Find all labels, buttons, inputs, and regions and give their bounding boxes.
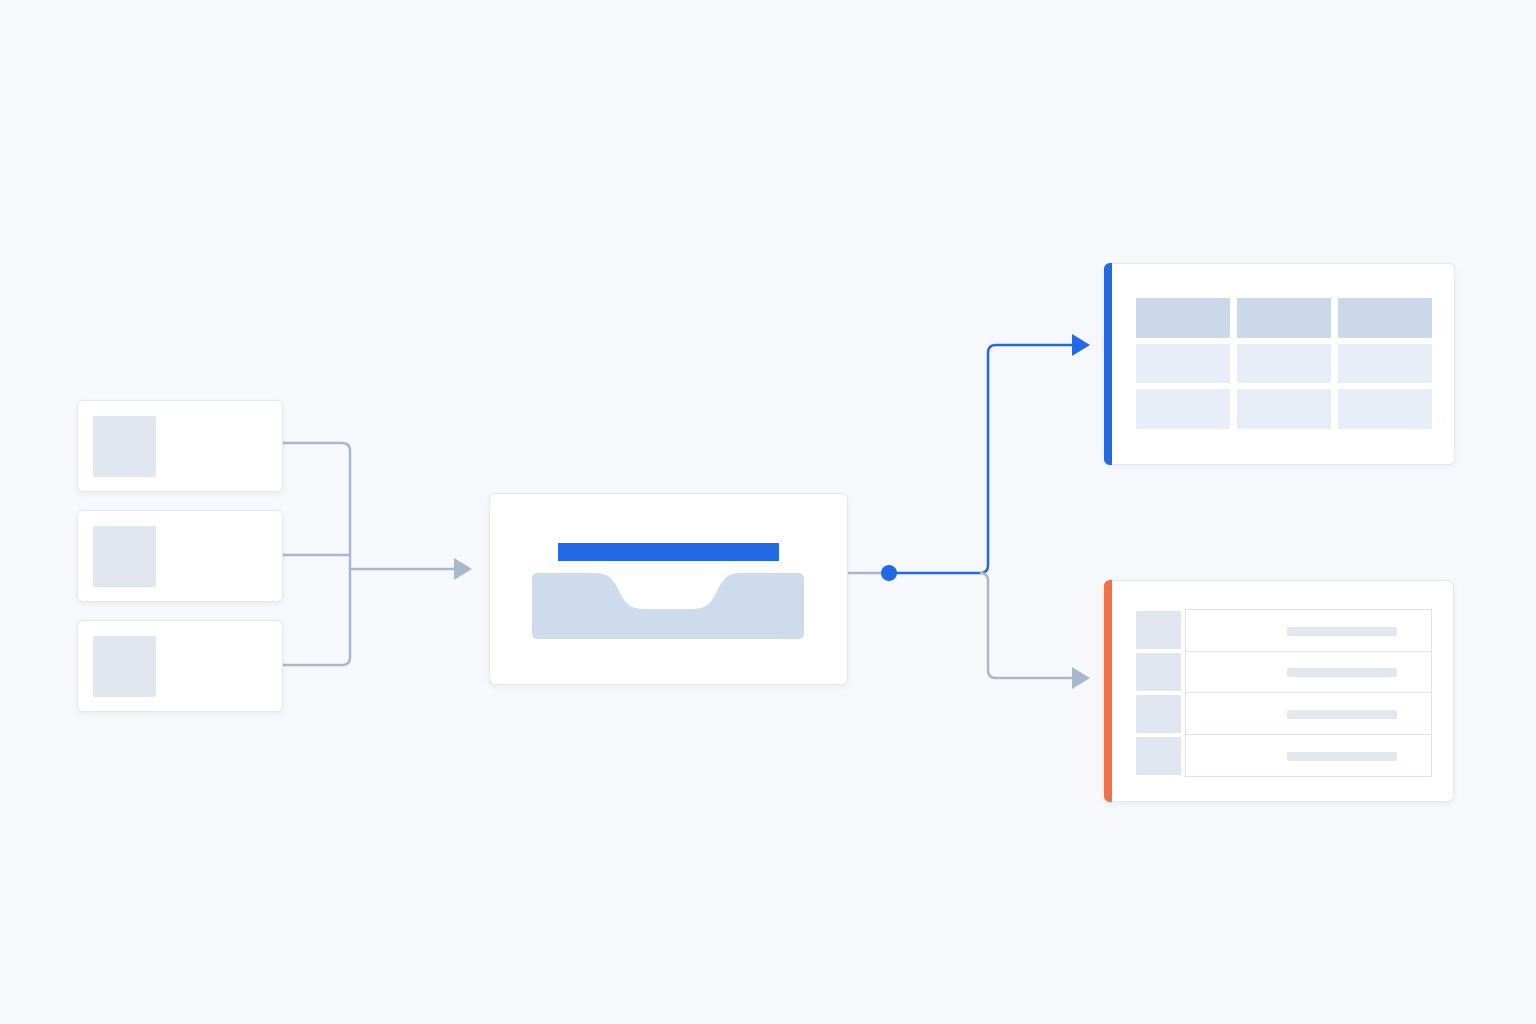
merge-arrowhead — [454, 558, 472, 580]
table-output-card — [1104, 263, 1455, 465]
branch-node-dot — [881, 565, 897, 581]
branch-top-connector — [882, 343, 1074, 575]
table-cell — [1237, 389, 1331, 429]
list-row — [1185, 651, 1432, 693]
image-placeholder — [93, 636, 156, 697]
list-row-text-line — [1287, 627, 1397, 636]
table-header-cell — [1338, 298, 1432, 338]
tray-icon — [532, 573, 804, 639]
list-row-text-line — [1287, 668, 1397, 677]
branch-bottom-arrowhead — [1072, 667, 1090, 689]
list-output-card — [1104, 580, 1454, 802]
list-row — [1185, 734, 1432, 777]
table-header-cell — [1136, 298, 1230, 338]
image-placeholder — [93, 416, 156, 477]
list-row — [1185, 692, 1432, 735]
processor-card — [489, 493, 848, 685]
branch-bottom-connector — [979, 571, 1074, 680]
list-row — [1185, 609, 1432, 652]
list-row-thumbnail — [1136, 737, 1181, 775]
processor-header-bar — [558, 543, 779, 561]
input-card-3 — [77, 620, 283, 712]
table-cell — [1136, 389, 1230, 429]
table-cell — [1338, 389, 1432, 429]
list-row-text-line — [1287, 752, 1397, 761]
list-row-thumbnail — [1136, 695, 1181, 733]
branch-top-arrowhead — [1072, 334, 1090, 356]
input-card-1 — [77, 400, 283, 492]
image-placeholder — [93, 526, 156, 587]
table-cell — [1237, 344, 1331, 383]
list-row-text-line — [1287, 710, 1397, 719]
list-row-thumbnail — [1136, 611, 1181, 649]
table-cell — [1136, 344, 1230, 383]
accent-bar-orange — [1104, 580, 1112, 802]
accent-bar-blue — [1104, 263, 1112, 465]
list-row-thumbnail — [1136, 653, 1181, 691]
table-header-cell — [1237, 298, 1331, 338]
input-card-2 — [77, 510, 283, 602]
table-cell — [1338, 344, 1432, 383]
